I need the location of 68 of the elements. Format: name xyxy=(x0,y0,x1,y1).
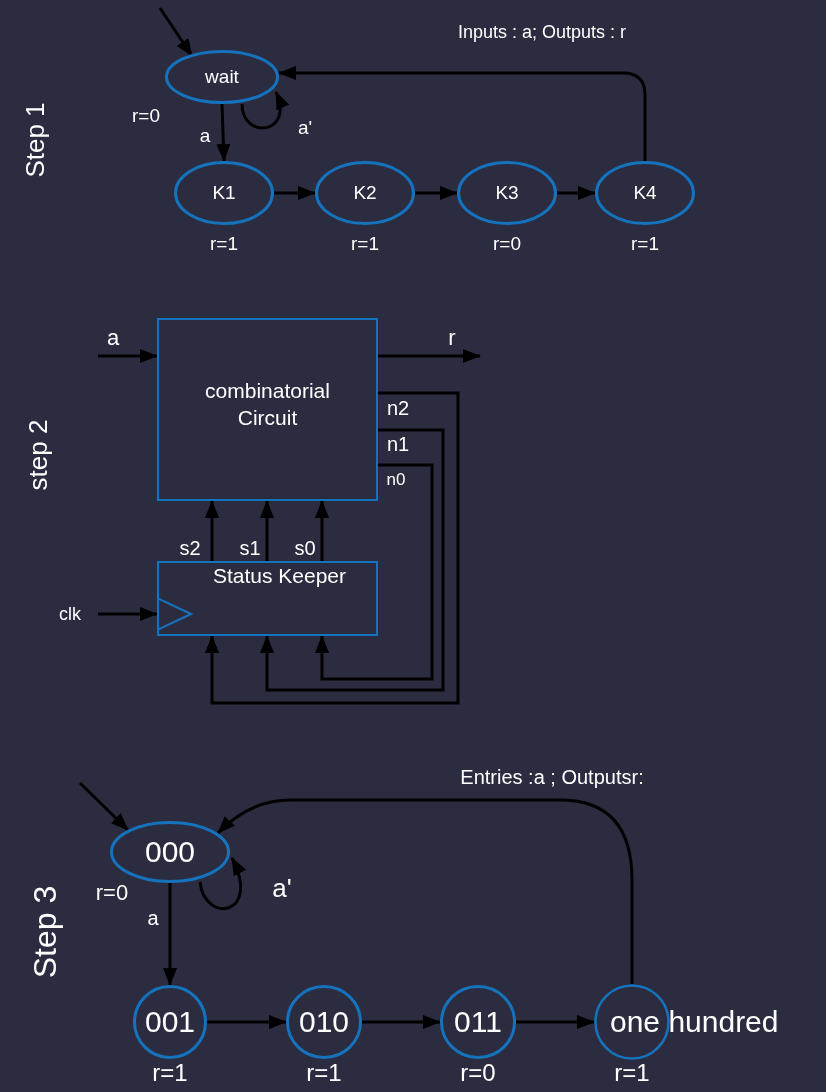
arrow xyxy=(315,463,434,681)
step-heading: step 2 xyxy=(25,419,51,491)
node-text: 010 xyxy=(298,1004,350,1041)
node-text: 000 xyxy=(144,834,196,871)
node-text: wait xyxy=(205,65,239,89)
arrow xyxy=(158,7,194,57)
output-label: r=0 xyxy=(460,1061,496,1085)
node-text: K1 xyxy=(212,181,236,205)
step-heading: Step 3 xyxy=(29,885,61,979)
state-ellipse xyxy=(174,161,274,225)
edge-label: s2 xyxy=(178,538,202,558)
arrow xyxy=(415,186,458,200)
edge-label: n1 xyxy=(385,434,411,454)
edge-label: s1 xyxy=(238,538,262,558)
arrow xyxy=(205,500,219,561)
output-label: r=1 xyxy=(210,233,238,253)
state-ellipse xyxy=(595,161,695,225)
output-label: r=0 xyxy=(132,105,160,125)
node-text: K2 xyxy=(353,181,377,205)
edge-label: clk xyxy=(58,605,82,623)
arrow xyxy=(98,607,158,621)
node-text: 001 xyxy=(144,1004,196,1041)
node-text: one hundred xyxy=(610,1004,779,1041)
state-ellipse xyxy=(315,161,415,225)
state-ellipse xyxy=(165,50,279,104)
node-text: combinatorial Circuit xyxy=(205,379,330,429)
arrow xyxy=(260,428,445,692)
state-ellipse xyxy=(440,985,516,1059)
arrow xyxy=(216,798,634,984)
node-text: 011 xyxy=(454,1004,502,1041)
state-ellipse xyxy=(286,985,362,1059)
output-label: r=0 xyxy=(493,233,521,253)
arrow xyxy=(362,1015,441,1029)
arrow xyxy=(315,500,329,561)
output-label: r=1 xyxy=(152,1061,188,1085)
node-text: Status Keeper xyxy=(212,563,347,589)
output-label: r=1 xyxy=(631,233,659,253)
edge-label: n0 xyxy=(385,470,407,488)
edge-label: n2 xyxy=(385,398,411,418)
circuit-block xyxy=(157,318,378,501)
arrow xyxy=(274,186,316,200)
arrow xyxy=(260,500,274,561)
register-block xyxy=(157,561,378,636)
node-text: K3 xyxy=(495,181,519,205)
output-label: r=1 xyxy=(614,1061,650,1085)
edge-label: s0 xyxy=(293,538,317,558)
output-label: r=1 xyxy=(306,1061,342,1085)
output-label: r=1 xyxy=(351,233,379,253)
arrow xyxy=(557,186,596,200)
arrow xyxy=(78,781,130,832)
state-ellipse xyxy=(110,821,230,883)
state-ellipse xyxy=(457,161,557,225)
arrow xyxy=(163,883,177,986)
arrow xyxy=(98,349,158,363)
output-label: r=0 xyxy=(95,882,129,904)
arrow xyxy=(198,857,246,910)
arrow xyxy=(278,66,647,161)
arrow xyxy=(516,1015,595,1029)
io-note: Entries :a ; Outputsr: xyxy=(460,767,644,787)
arrow xyxy=(207,1015,287,1029)
io-note: Inputs : a; Outputs : r xyxy=(457,23,627,41)
arrow xyxy=(378,349,481,363)
arrow xyxy=(205,391,460,705)
step-heading: Step 1 xyxy=(22,102,48,178)
arrow xyxy=(216,103,231,162)
state-ellipse xyxy=(133,985,207,1059)
node-text: K4 xyxy=(633,181,657,205)
arrow xyxy=(240,91,288,130)
